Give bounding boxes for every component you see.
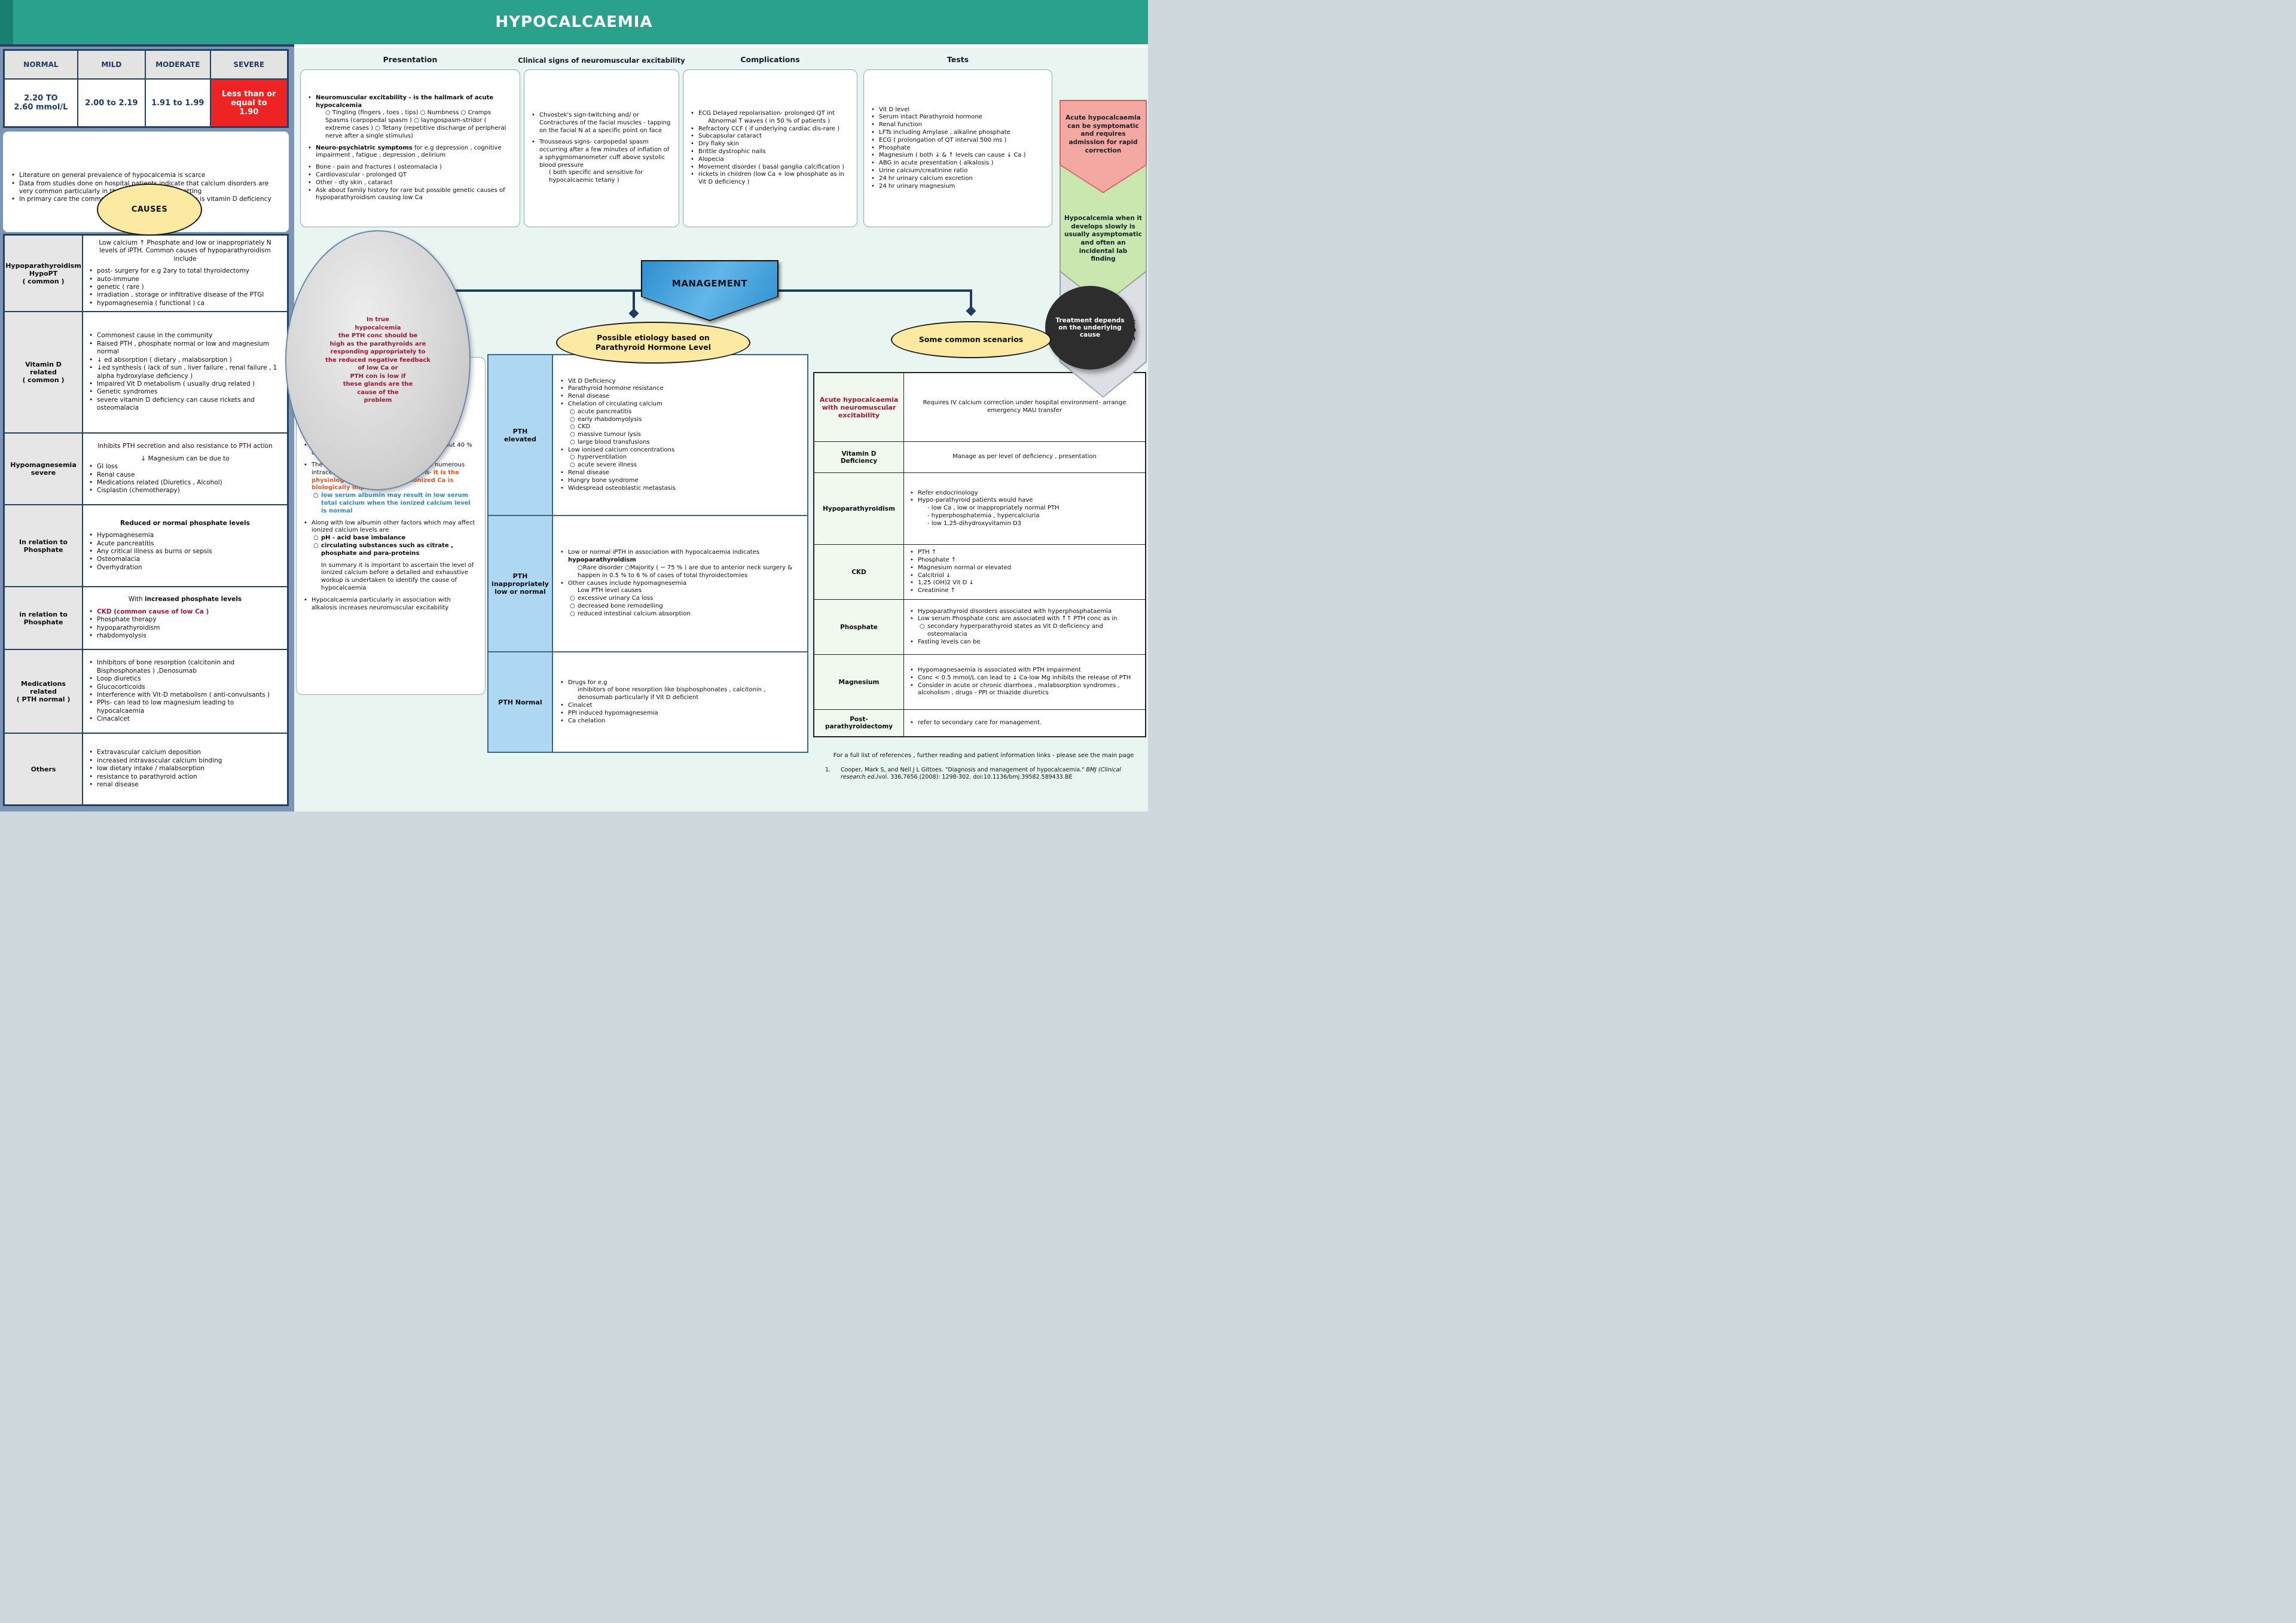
causes-row-hypomagnesemia: Hypomagnesemia severe Inhibits PTH secre… — [5, 434, 287, 505]
pth-row-label: PTH Normal — [488, 652, 553, 752]
causes-badge: CAUSES — [97, 184, 202, 236]
header-accent — [0, 0, 13, 44]
causes-row-content: • Extravascular calcium deposition• incr… — [89, 749, 222, 789]
severity-value-moderate: 1.91 to 1.99 — [146, 80, 211, 126]
acute-callout-arrow: Acute hypocalcaemia can be symptomatic a… — [1060, 100, 1147, 193]
scenario-row-acute: Acute hypocalcaemia with neuromuscular e… — [814, 373, 1145, 442]
scenario-row-content: • Hypomagnesaemia is associated with PTH… — [910, 666, 1131, 697]
scenario-row-content: • refer to secondary care for management… — [910, 719, 1042, 726]
common-scenarios-table: Acute hypocalcaemia with neuromuscular e… — [813, 372, 1146, 737]
management-label: MANAGEMENT — [671, 278, 748, 289]
causes-row-label: In relation to Phosphate — [5, 505, 83, 586]
scenario-row-vitamin-d: Vitamin D Deficiency Manage as per level… — [814, 442, 1145, 473]
scenario-row-post-parathyroidectomy: Post-parathyroidectomy • refer to second… — [814, 710, 1145, 736]
tests-box: • Vit D level• Serum intact Parathyroid … — [863, 69, 1052, 227]
treatment-note-circle: Treatment depends on the underlying caus… — [1045, 286, 1135, 370]
causes-row-label: Hypomagnesemia severe — [5, 434, 83, 504]
references-intro: For a full list of references , further … — [833, 752, 1134, 759]
causes-table: Hypoparathyroidism HypoPT ( common ) Low… — [3, 234, 289, 806]
presentation-box: • Neuromuscular excitability - is the ha… — [300, 69, 520, 227]
presentation-header: Presentation — [383, 55, 438, 64]
scenario-row-phosphate: Phosphate • Hypoparathyroid disorders as… — [814, 600, 1145, 655]
management-banner: MANAGEMENT — [641, 260, 778, 321]
causes-row-label: in relation to Phosphate — [5, 587, 83, 649]
scenario-row-label: Acute hypocalcaemia with neuromuscular e… — [814, 373, 904, 441]
acute-callout-text: Acute hypocalcaemia can be symptomatic a… — [1065, 114, 1141, 154]
scenario-row-label: Hypoparathyroidism — [814, 473, 904, 544]
severity-header-severe: SEVERE — [210, 51, 287, 80]
causes-row-content: Inhibits PTH secretion and also resistan… — [89, 443, 273, 495]
causes-row-medications: Medications related ( PTH normal ) • Inh… — [5, 650, 287, 734]
complications-box: • ECG Delayed repolarisation- prolonged … — [683, 69, 857, 227]
causes-row-label: Hypoparathyroidism HypoPT ( common ) — [5, 236, 83, 311]
connector-diamond-icon — [628, 308, 639, 319]
causes-row-label: Medications related ( PTH normal ) — [5, 650, 83, 733]
causes-row-others: Others • Extravascular calcium depositio… — [5, 734, 287, 804]
scenario-row-label: Post-parathyroidectomy — [814, 710, 904, 736]
clinical-signs-box: • Chvostek's sign-twitching and/ or Cont… — [524, 69, 679, 227]
causes-row-content: Reduced or normal phosphate levels• Hypo… — [89, 519, 250, 571]
sc scenario-row-content: Manage as per level of deficiency , pres… — [952, 453, 1097, 460]
reference-item: 1. Cooper, Mark S, and Neil J L Gittoes.… — [825, 767, 1121, 781]
scenario-row-magnesium: Magnesium • Hypomagnesaemia is associate… — [814, 655, 1145, 710]
causes-row-phosphate-increased: in relation to Phosphate With increased … — [5, 587, 287, 650]
pth-row-label: PTH elevated — [488, 355, 553, 515]
scenario-row-content: • Hypoparathyroid disorders associated w… — [910, 608, 1118, 645]
hypocalcaemia-infographic: HYPOCALCAEMIA NORMAL MILD MODERATE SEVER… — [0, 0, 1148, 812]
pth-row-content: • Vit D Deficiency• Parathyroid hormone … — [560, 377, 676, 492]
causes-row-content: • Inhibitors of bone resorption (calcito… — [89, 659, 270, 723]
clinical-signs-header: Clinical signs of neuromuscular excitabi… — [518, 56, 685, 65]
severity-header-normal: NORMAL — [5, 51, 78, 80]
pth-etiology-table: PTH elevated • Vit D Deficiency• Parathy… — [487, 354, 808, 753]
pth-row-content: • Low or normal iPTH in association with… — [560, 549, 792, 617]
references-block: For a full list of references , further … — [825, 752, 1142, 781]
tests-header: Tests — [947, 55, 969, 64]
causes-row-vitamin-d: Vitamin D related ( common ) • Commonest… — [5, 312, 287, 434]
severity-value-severe: Less than or equal to 1.90 — [210, 80, 287, 126]
complications-header: Complications — [740, 55, 800, 64]
header-divider — [294, 44, 1148, 48]
causes-row-phosphate-normal: In relation to Phosphate Reduced or norm… — [5, 505, 287, 587]
slow-onset-callout-text: Hypocalcemia when it develops slowly is … — [1064, 215, 1142, 263]
causes-row-content: With increased phosphate levels• CKD (co… — [89, 596, 242, 640]
header-bar: HYPOCALCAEMIA — [0, 0, 1148, 44]
causes-row-label: Others — [5, 734, 83, 804]
severity-header-mild: MILD — [78, 51, 146, 80]
flow-connector-vertical — [970, 289, 972, 311]
pth-concentration-note: In true hypocalcemia the PTH conc should… — [285, 230, 471, 490]
severity-value-normal: 2.20 TO 2.60 mmol/L — [5, 80, 78, 126]
scenario-row-hypoparathyroidism: Hypoparathyroidism • Refer endocrinology… — [814, 473, 1145, 545]
pth-row-elevated: PTH elevated • Vit D Deficiency• Parathy… — [488, 355, 807, 516]
severity-table: NORMAL MILD MODERATE SEVERE 2.20 TO 2.60… — [3, 49, 289, 128]
causes-row-hypoparathyroidism: Hypoparathyroidism HypoPT ( common ) Low… — [5, 236, 287, 312]
scenario-row-content: • Refer endocrinology• Hypo-parathyroid … — [910, 489, 1060, 527]
scenario-row-label: Vitamin D Deficiency — [814, 442, 904, 472]
node-common-scenarios: Some common scenarios — [891, 321, 1051, 358]
scenario-row-ckd: CKD • PTH ↑• Phosphate ↑• Magnesium norm… — [814, 545, 1145, 600]
severity-header-moderate: MODERATE — [145, 51, 211, 80]
page-title: HYPOCALCAEMIA — [495, 13, 653, 31]
causes-row-content: • Commonest cause in the community• Rais… — [89, 332, 277, 412]
causes-row-label: Vitamin D related ( common ) — [5, 312, 83, 432]
flow-connector-vertical — [633, 289, 635, 313]
scenario-row-content: • PTH ↑• Phosphate ↑• Magnesium normal o… — [910, 549, 1012, 594]
scenario-row-label: Magnesium — [814, 655, 904, 709]
causes-row-content: Low calcium ↑ Phosphate and low or inapp… — [89, 239, 271, 307]
scenario-row-content: Requires IV calcium correction under hos… — [923, 399, 1126, 414]
connector-diamond-icon — [966, 306, 976, 316]
pth-row-label: PTH inappropriately low or normal — [488, 516, 553, 651]
scenario-row-label: Phosphate — [814, 600, 904, 654]
scenario-row-label: CKD — [814, 545, 904, 599]
severity-value-mild: 2.00 to 2.19 — [78, 80, 146, 126]
node-etiology-by-pth: Possible etiology based on Parathyroid H… — [556, 322, 750, 364]
pth-row-low-or-normal: PTH inappropriately low or normal • Low … — [488, 516, 807, 652]
